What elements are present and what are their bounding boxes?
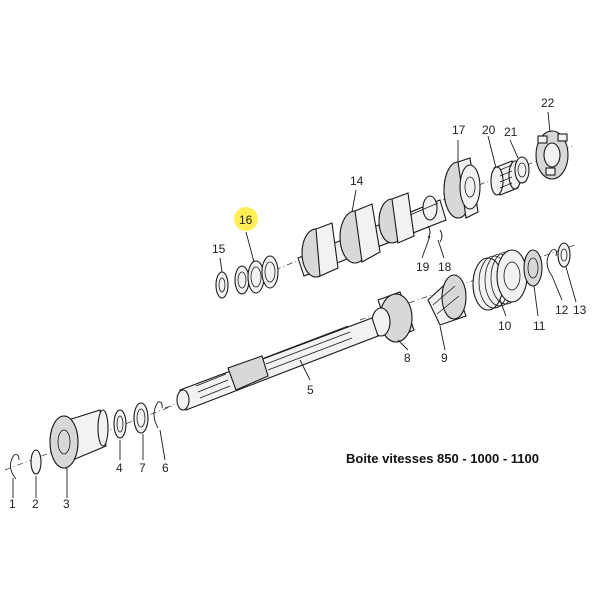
- part-label-16: 16: [239, 213, 253, 227]
- upper-shaft-assembly: [215, 130, 576, 299]
- part-label-15: 15: [212, 242, 226, 256]
- washer-2: [30, 449, 42, 475]
- part-label-13: 13: [573, 303, 587, 317]
- collar-21: [514, 156, 530, 184]
- part-label-4: 4: [116, 461, 123, 475]
- spring-10: [472, 249, 528, 311]
- circlip-6: [153, 401, 163, 429]
- gear-17: [443, 157, 481, 219]
- part-label-9: 9: [441, 351, 448, 365]
- part-label-17: 17: [452, 123, 466, 137]
- part-label-18: 18: [438, 260, 452, 274]
- middle-assembly: [359, 242, 576, 343]
- synchro-hub-22: [535, 130, 569, 180]
- part-label-21: 21: [504, 125, 518, 139]
- cone-gear-9: [427, 274, 467, 326]
- part-label-22: 22: [541, 96, 555, 110]
- part-label-20: 20: [482, 123, 496, 137]
- diagram-caption: Boite vitesses 850 - 1000 - 1100: [346, 451, 539, 466]
- part-label-6: 6: [162, 461, 169, 475]
- ring-4: [113, 409, 127, 439]
- part-label-1: 1: [9, 497, 16, 511]
- rings-16: [234, 255, 279, 295]
- part-label-5: 5: [307, 383, 314, 397]
- part-label-10: 10: [498, 319, 512, 333]
- part-label-12: 12: [555, 303, 569, 317]
- part-16-highlight: [234, 207, 258, 231]
- circlip-12: [546, 249, 557, 277]
- part-label-19: 19: [416, 260, 430, 274]
- main-shaft-5: [164, 317, 379, 411]
- washer-13: [557, 242, 571, 268]
- gear-3: [49, 409, 109, 469]
- part-label-7: 7: [139, 461, 146, 475]
- part-label-3: 3: [63, 497, 70, 511]
- pinion-8: [371, 291, 415, 343]
- part-label-8: 8: [404, 351, 411, 365]
- washer-15: [215, 271, 229, 299]
- leader-lines: [12, 111, 577, 498]
- lower-assembly: [4, 401, 176, 480]
- ring-11: [523, 249, 543, 287]
- part-label-2: 2: [32, 497, 39, 511]
- part-label-14: 14: [350, 174, 364, 188]
- bearing-20: [490, 160, 522, 196]
- clip-1: [10, 454, 20, 480]
- part-labels: 1 2 3 4 5 6 7 8 9 10 11 12 13 14 15 16 1…: [9, 96, 587, 511]
- cluster-shaft-14: [297, 192, 447, 278]
- ring-7: [133, 402, 149, 434]
- part-label-11: 11: [533, 319, 546, 333]
